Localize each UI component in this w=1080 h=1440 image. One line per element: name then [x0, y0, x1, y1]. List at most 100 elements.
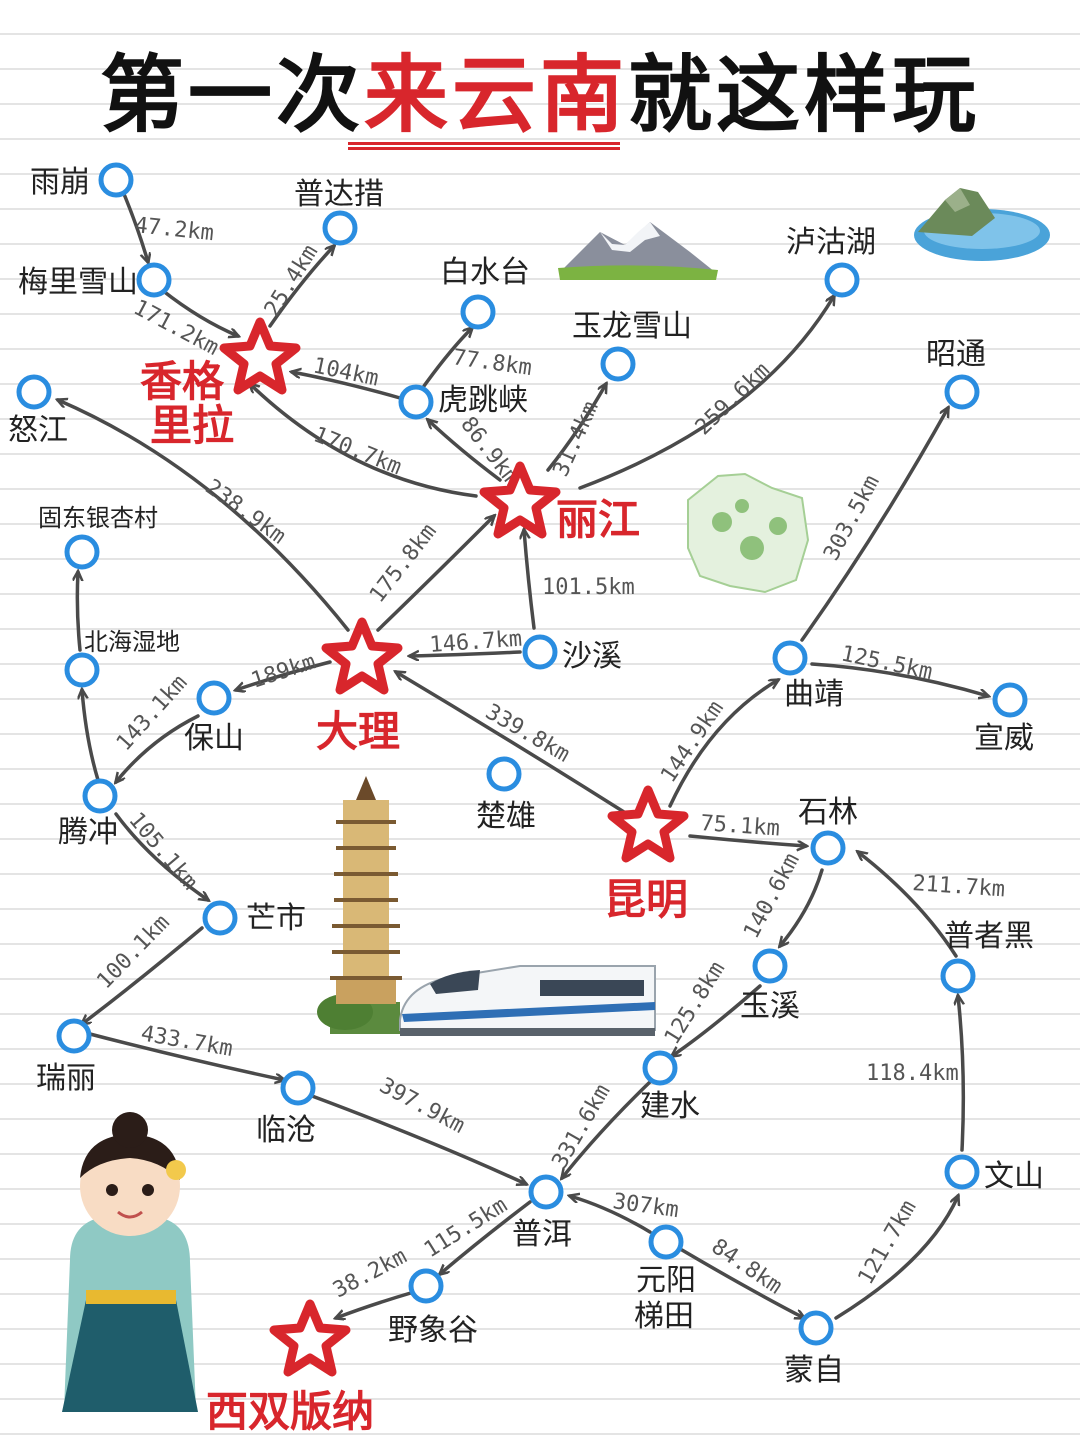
- route-tengchong-beihai: [82, 690, 100, 782]
- node-baishuitai: [460, 294, 496, 330]
- node-yuanyang: [648, 1224, 684, 1260]
- distance-label: 104km: [311, 353, 381, 391]
- route-lijiang-yulong: [546, 384, 606, 472]
- node-gudong: [64, 534, 100, 570]
- lijiang-map-illustration: [687, 472, 810, 594]
- route-kunming-qujing: [668, 680, 778, 808]
- pagoda-illustration: [317, 776, 402, 1034]
- place-label: 昭通: [926, 337, 986, 372]
- node-lugu: [824, 262, 860, 298]
- place-label: 梯田: [634, 1299, 694, 1334]
- distance-label: 144.9km: [656, 697, 729, 788]
- place-label: 白水台: [440, 255, 530, 290]
- distance-label: 31.4km: [549, 398, 604, 481]
- place-label: 梅里雪山: [18, 265, 138, 300]
- node-ruili: [56, 1018, 92, 1054]
- major-city-label: 大理: [316, 707, 400, 756]
- major-city-label: 里拉: [150, 401, 234, 450]
- route-jianshui-puer: [562, 1078, 654, 1178]
- place-label: 文山: [984, 1159, 1044, 1194]
- node-tiger: [398, 384, 434, 420]
- place-label: 怒江: [8, 413, 68, 448]
- place-label: 玉龙雪山: [572, 309, 692, 344]
- distance-label: 171.2km: [129, 295, 223, 361]
- place-label: 虎跳峡: [438, 383, 528, 418]
- place-label: 泸沽湖: [786, 225, 876, 260]
- train-illustration: [399, 965, 656, 1036]
- distance-label: 397.9km: [375, 1073, 469, 1139]
- route-dali-baoshan: [236, 660, 332, 690]
- place-label: 普达措: [294, 177, 384, 212]
- route-yubeng-meili: [122, 192, 148, 262]
- place-label: 元阳: [636, 1263, 696, 1298]
- star-xishuangbanna-icon: [269, 1299, 351, 1377]
- route-shaxi-lijiang: [524, 530, 536, 630]
- star-shangrila-icon: [219, 317, 301, 395]
- route-dali-nujiang: [58, 400, 350, 632]
- place-label: 沙溪: [562, 639, 622, 674]
- distance-label: 433.7km: [139, 1021, 235, 1062]
- distance-label: 170.7km: [310, 422, 405, 480]
- route-dali-lijiang: [376, 516, 494, 632]
- route-baoshan-tengchong: [116, 714, 200, 782]
- route-shaxi-dali: [410, 652, 522, 656]
- place-label: 瑞丽: [36, 1061, 96, 1096]
- major-city-stars: [219, 317, 689, 1377]
- node-jianshui: [642, 1050, 678, 1086]
- route-yuanyang-mengzi: [680, 1248, 804, 1320]
- star-lijiang-icon: [479, 461, 561, 539]
- place-label: 芒市: [246, 901, 306, 936]
- distance-label: 100.1km: [92, 910, 174, 994]
- place-label: 蒙自: [784, 1353, 844, 1388]
- place-label: 北海湿地: [84, 628, 180, 656]
- node-qujing: [772, 640, 808, 676]
- major-city-label: 西双版纳: [206, 1387, 374, 1436]
- distance-label: 259.6km: [691, 358, 775, 440]
- node-beihai: [64, 652, 100, 688]
- route-meili-shangri: [160, 288, 238, 336]
- distance-label: 175.8km: [365, 519, 442, 607]
- route-kunming-dali: [396, 672, 626, 814]
- distance-label: 143.1km: [112, 670, 193, 756]
- route-puzhehei-shilin: [858, 852, 958, 958]
- route-tiger-shangri: [292, 372, 402, 400]
- route-lijiang-tiger: [428, 420, 502, 482]
- node-yexianggu: [408, 1268, 444, 1304]
- place-label: 普者黑: [944, 919, 1034, 954]
- title-highlight: 来云南: [363, 46, 628, 144]
- route-kunming-shilin: [688, 834, 806, 846]
- node-nujiang: [16, 374, 52, 410]
- distance-label: 75.1km: [700, 811, 781, 841]
- route-lincang-puer: [310, 1094, 526, 1184]
- route-lijiang-shangri: [250, 384, 478, 498]
- node-yubeng: [98, 162, 134, 198]
- distance-label: 118.4km: [866, 1061, 959, 1086]
- node-meili: [136, 262, 172, 298]
- distance-label: 125.5km: [839, 641, 935, 685]
- major-city-label: 香格: [140, 357, 225, 406]
- title-underline: [348, 142, 620, 150]
- route-ruili-lincang: [88, 1032, 284, 1080]
- place-label: 石林: [798, 795, 858, 830]
- star-kunming-icon: [607, 785, 689, 863]
- route-puer-yexianggu: [440, 1200, 532, 1274]
- route-beihai-gudong: [77, 572, 80, 652]
- place-label: 曲靖: [784, 677, 844, 712]
- route-mangshi-ruili: [82, 926, 204, 1024]
- distance-label: 77.8km: [451, 345, 533, 381]
- distance-label: 303.5km: [819, 471, 885, 565]
- place-labels: 雨崩 梅里雪山 普达措 白水台 玉龙雪山 泸沽湖 虎跳峡 昭通 怒江 固东银杏村…: [8, 165, 1044, 1436]
- distance-label: 121.7km: [854, 1196, 922, 1289]
- route-qujing-xuanwei: [810, 662, 988, 696]
- place-label: 野象谷: [388, 1313, 478, 1348]
- node-tengchong: [82, 778, 118, 814]
- node-chuxiong: [486, 756, 522, 792]
- route-mengzi-wenshan: [834, 1196, 958, 1320]
- distance-label: 189km: [248, 649, 319, 693]
- place-label: 楚雄: [476, 799, 536, 834]
- route-tengchong-mangshi: [114, 812, 208, 900]
- node-xuanwei: [992, 682, 1028, 718]
- major-city-label: 丽江: [556, 495, 640, 544]
- place-label: 玉溪: [740, 989, 800, 1024]
